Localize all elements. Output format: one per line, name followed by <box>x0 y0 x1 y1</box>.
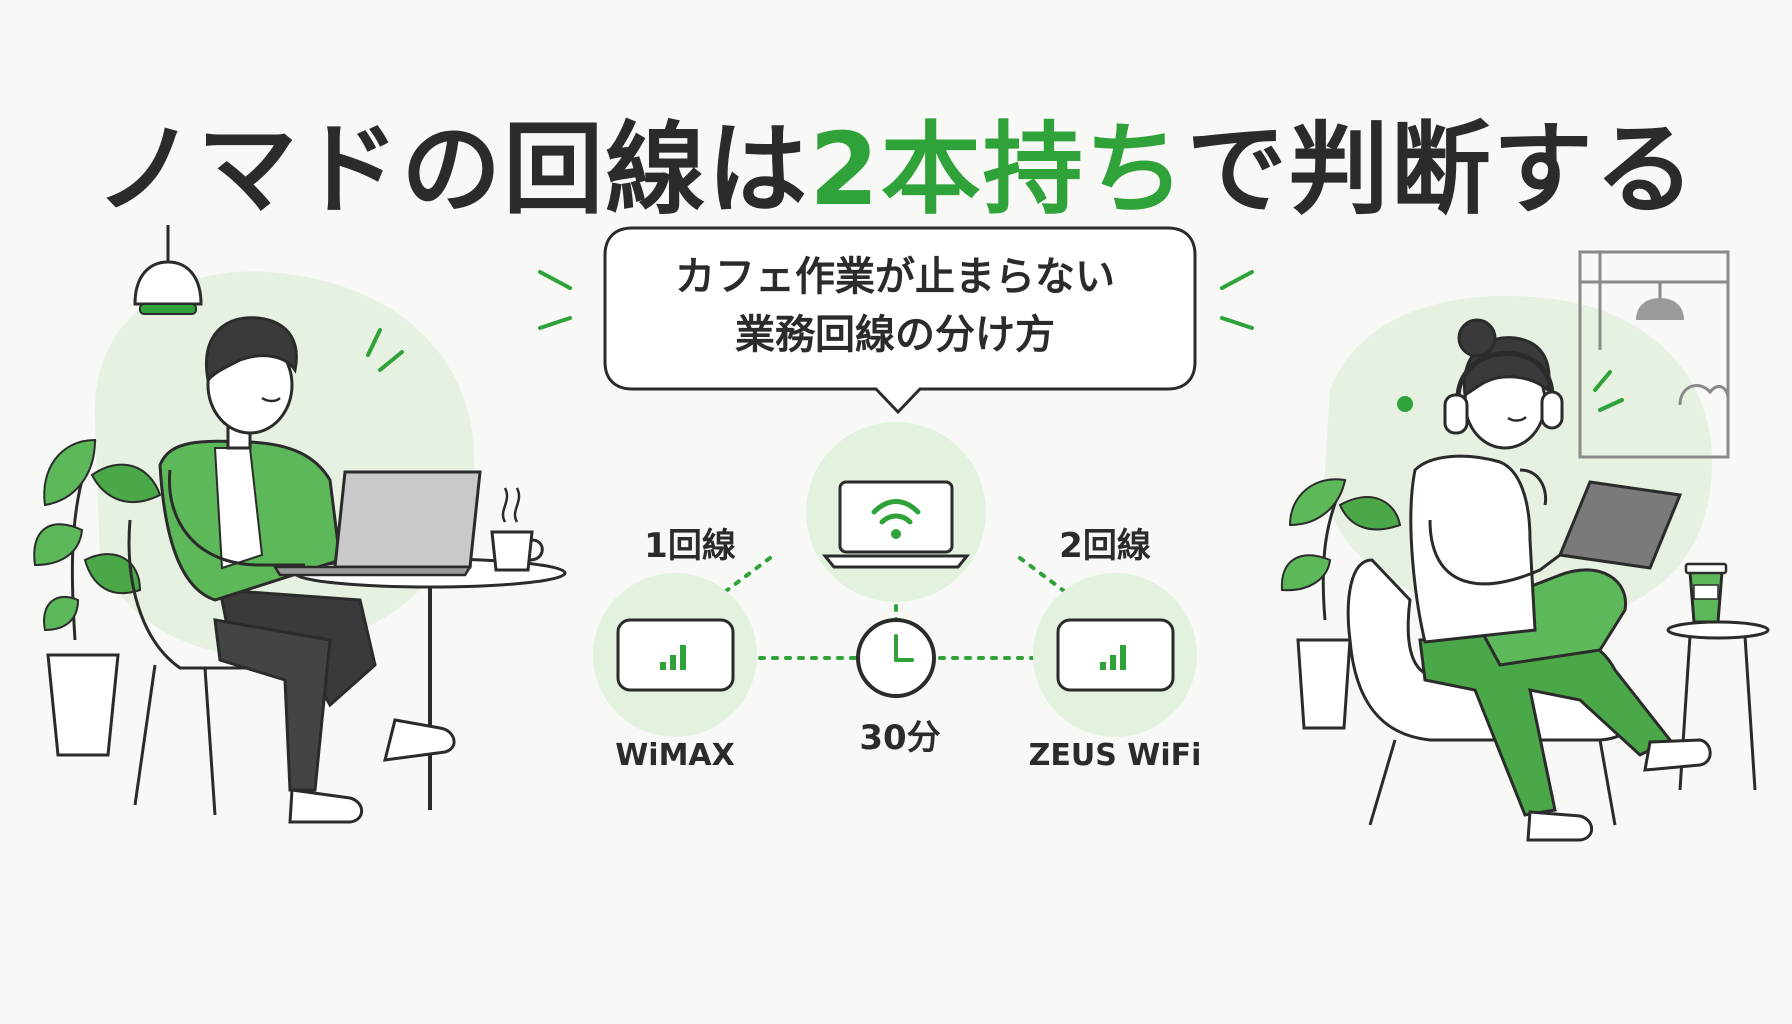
bubble-line-2: 業務回線の分け方 <box>735 312 1055 358</box>
bubble-line-1: カフェ作業が止まらない <box>675 254 1115 300</box>
window-icon <box>1578 250 1730 459</box>
title-prefix: ノマドの回線は <box>95 111 810 228</box>
title-suffix: で判断する <box>1186 111 1697 228</box>
takeaway-cup-icon <box>1684 562 1728 624</box>
line1-name: WiMAX <box>615 738 735 773</box>
line1-label: 1回線 <box>644 526 736 566</box>
title-accent: 2本持ち <box>809 111 1187 228</box>
sparkle-bubble-left-icon <box>538 270 572 330</box>
man-working-icon <box>158 316 482 824</box>
sparkle-right-icon <box>1593 370 1624 412</box>
line2-label: 2回線 <box>1059 526 1151 566</box>
line-diagram <box>593 422 1197 737</box>
sparkle-bubble-right-icon <box>1220 270 1254 330</box>
clock-icon <box>856 618 936 698</box>
page-title: ノマドの回線は2本持ちで判断する <box>0 88 1792 233</box>
laptop-wifi-icon <box>806 422 986 602</box>
router-signal-icon <box>593 573 757 737</box>
line2-name: ZEUS WiFi <box>1028 738 1202 773</box>
speech-bubble <box>538 226 1254 415</box>
coffee-cup-icon <box>490 487 544 572</box>
pendant-lamp-right-icon <box>1636 282 1684 320</box>
pendant-lamp-icon <box>133 225 203 315</box>
router-signal-icon-2 <box>1033 573 1197 737</box>
plant-left-icon <box>33 438 162 757</box>
woman-tablet-icon <box>1409 318 1712 842</box>
sparkle-left-icon <box>366 328 404 372</box>
switch-time-label: 30分 <box>859 718 941 758</box>
plant-right-icon <box>1280 478 1402 730</box>
right-scene <box>1280 250 1770 842</box>
bubble-text: カフェ作業が止まらない 業務回線の分け方 <box>610 248 1180 364</box>
green-dot-icon <box>1397 396 1413 412</box>
left-scene <box>33 225 567 824</box>
